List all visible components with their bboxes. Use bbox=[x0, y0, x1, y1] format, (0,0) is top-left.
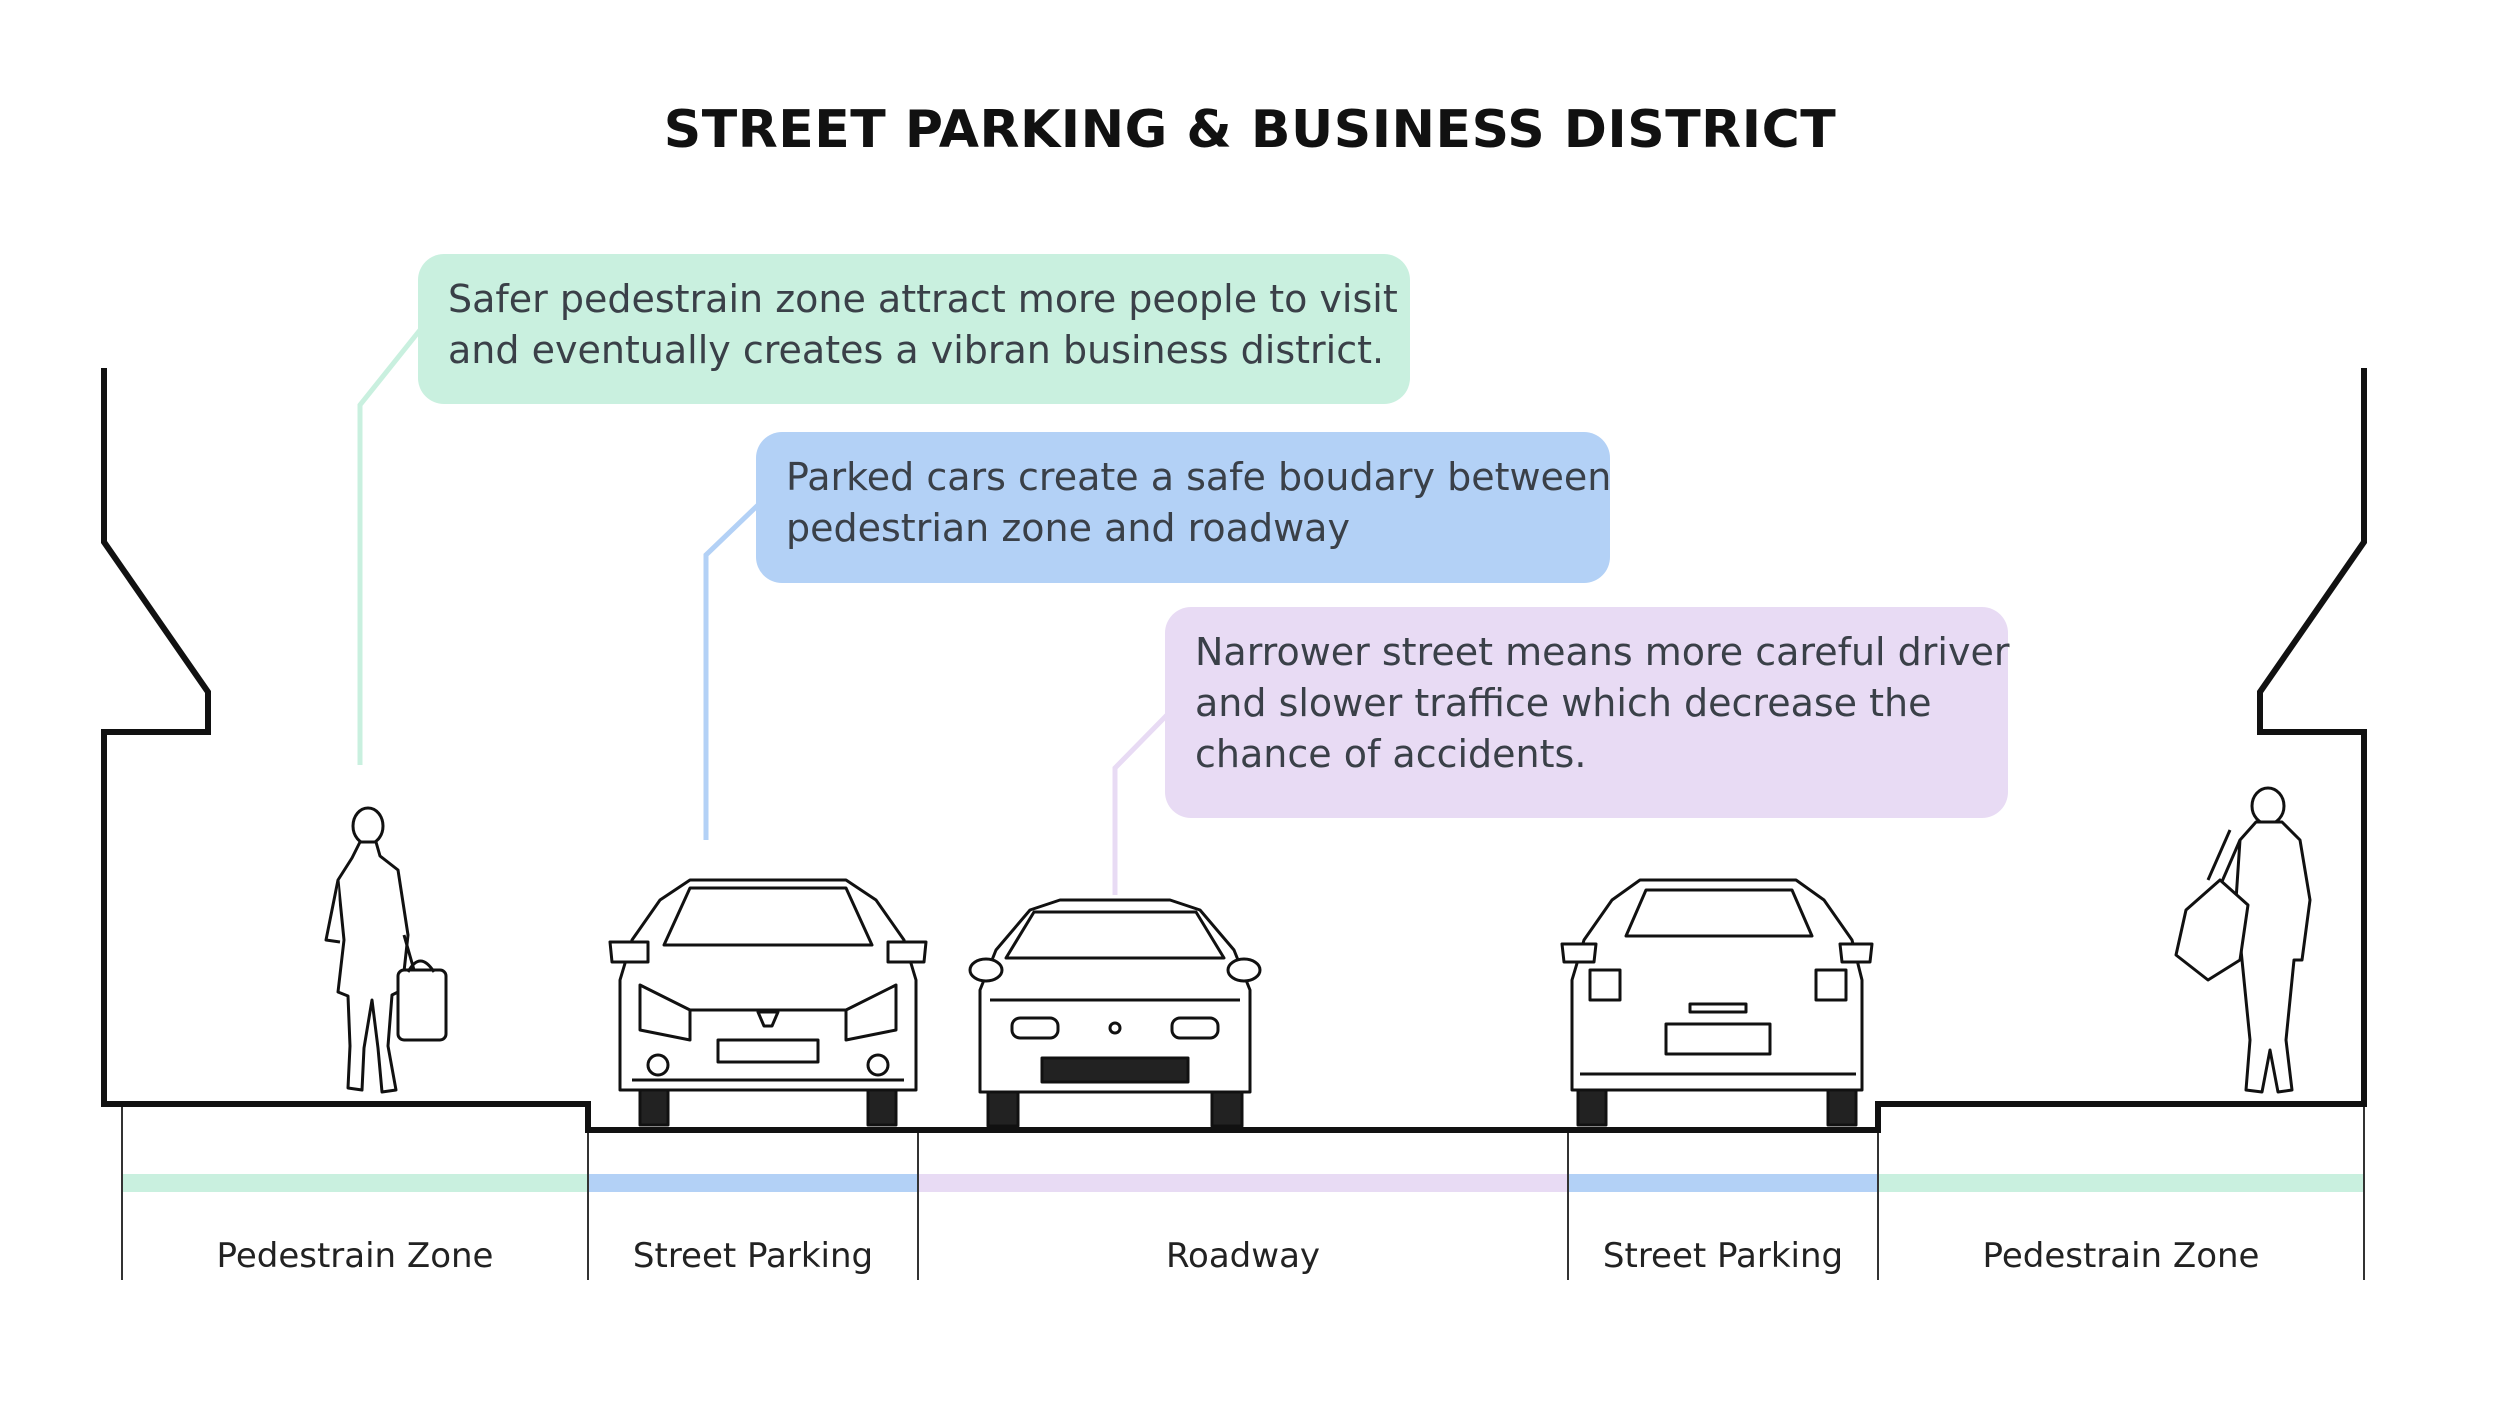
callout-roadway: Narrower street means more careful drive… bbox=[1165, 607, 2010, 818]
diagram-title: STREET PARKING & BUSINESS DISTRICT bbox=[663, 100, 1837, 160]
zone-label-parking-left: Street Parking bbox=[632, 1236, 874, 1276]
zone-strip-roadway bbox=[918, 1174, 1568, 1192]
zone-strip-parking-right bbox=[1568, 1174, 1878, 1192]
zone-label-pedestrian-right: Pedestrain Zone bbox=[1982, 1236, 2260, 1276]
zone-strip-parking-left bbox=[588, 1174, 918, 1192]
callout-line: chance of accidents. bbox=[1195, 732, 1587, 776]
street-profile-outline bbox=[101, 368, 2367, 1133]
callout-pedestrian-zone: Safer pedestrain zone attract more peopl… bbox=[418, 254, 1410, 404]
callout-line: Safer pedestrain zone attract more peopl… bbox=[448, 277, 1398, 321]
car-rear-icon bbox=[1560, 878, 1874, 1127]
callout-line: Parked cars create a safe boudary betwee… bbox=[786, 455, 1612, 499]
zone-label-parking-right: Street Parking bbox=[1602, 1236, 1844, 1276]
car-front-icon-middle bbox=[968, 898, 1262, 1128]
leader-line-parking bbox=[703, 503, 760, 840]
zone-label-pedestrian-left: Pedestrain Zone bbox=[216, 1236, 494, 1276]
callout-line: and eventually creates a vibran business… bbox=[448, 328, 1385, 372]
zone-dividers bbox=[121, 1104, 2365, 1280]
leader-line-roadway bbox=[1112, 713, 1169, 895]
leader-line-pedestrian bbox=[357, 328, 422, 765]
callout-line: Narrower street means more careful drive… bbox=[1195, 630, 2010, 674]
zone-strip-pedestrian-right bbox=[1878, 1174, 2364, 1192]
callout-line: pedestrian zone and roadway bbox=[786, 506, 1350, 550]
zone-strip-pedestrian-left bbox=[122, 1174, 588, 1192]
zone-label-roadway: Roadway bbox=[1165, 1236, 1321, 1276]
pedestrian-woman-icon bbox=[324, 806, 448, 1094]
callout-street-parking: Parked cars create a safe boudary betwee… bbox=[756, 432, 1612, 583]
callout-line: and slower traffice which decrease the bbox=[1195, 681, 1932, 725]
pedestrian-man-icon bbox=[2174, 786, 2312, 1094]
car-front-icon-left bbox=[608, 878, 928, 1127]
